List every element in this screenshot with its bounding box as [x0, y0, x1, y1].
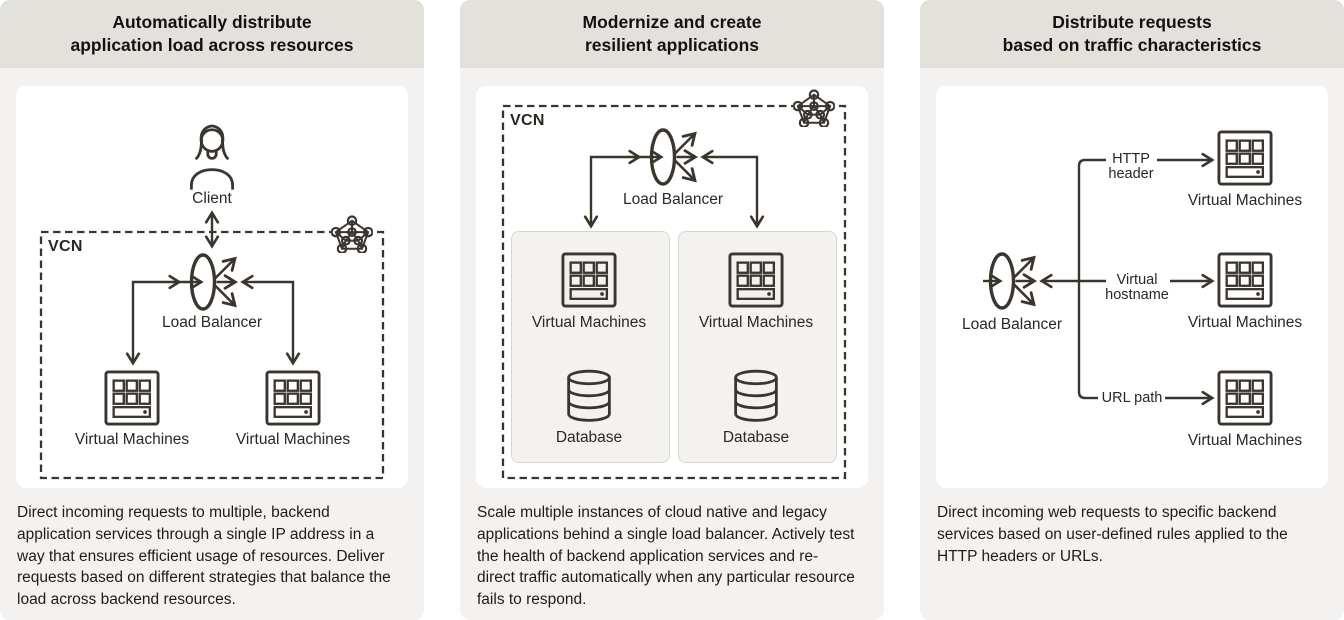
- panel-title-line2: based on traffic characteristics: [1002, 35, 1262, 55]
- load-balancer-icon: [652, 130, 714, 184]
- virtual-machines-icon: [1217, 370, 1273, 426]
- virtual-machines-icon: [728, 252, 784, 308]
- stack-box-left: [511, 231, 670, 463]
- diagram-lines: [501, 104, 847, 480]
- rule-http-header-label: HTTP header: [1108, 152, 1153, 181]
- panel-description: Direct incoming requests to multiple, ba…: [17, 504, 391, 609]
- virtual-machines-icon: [561, 252, 617, 308]
- diagram-lines: [39, 210, 385, 480]
- vcn-boundary: [39, 230, 385, 480]
- rule-http-line1: HTTP: [1112, 151, 1150, 167]
- vm-label: Virtual Machines: [74, 431, 190, 448]
- client-label: Client: [192, 190, 232, 207]
- panel-title-line2: resilient applications: [584, 35, 760, 55]
- vcn-label: VCN: [48, 238, 83, 255]
- diagram-card: Client VCN Load Balancer Virtual Machine…: [16, 86, 408, 488]
- panel-body: Client VCN Load Balancer Virtual Machine…: [0, 68, 424, 620]
- stack-box-right: [678, 231, 837, 463]
- vm-label: Virtual Machines: [1187, 192, 1303, 209]
- network-pentagon-icon: [793, 89, 835, 127]
- rule-host-line1: Virtual: [1116, 272, 1158, 288]
- feature-panel-modernize: Modernize and create resilient applicati…: [460, 0, 884, 620]
- load-balancer-label: Load Balancer: [962, 316, 1062, 333]
- diagram-lines: [983, 152, 1215, 406]
- panel-title-line1: Modernize and create: [582, 12, 762, 32]
- rule-http-line2: header: [1108, 165, 1154, 182]
- vm-label: Virtual Machines: [235, 431, 351, 448]
- vcn-boundary: [501, 104, 847, 480]
- load-balancer-icon: [192, 255, 254, 309]
- database-icon: [731, 369, 781, 423]
- rule-host-line2: hostname: [1105, 286, 1169, 303]
- database-label: Database: [722, 429, 790, 446]
- virtual-machines-icon: [1217, 252, 1273, 308]
- panel-description: Direct incoming web requests to specific…: [937, 504, 1288, 565]
- virtual-machines-icon: [265, 370, 321, 426]
- vm-label: Virtual Machines: [698, 314, 814, 331]
- load-balancer-label: Load Balancer: [623, 191, 723, 208]
- routing-trunk-line: [1077, 158, 1086, 400]
- diagram-card: Load Balancer HTTP header Virtual hostna…: [936, 86, 1328, 488]
- panel-title: Automatically distribute application loa…: [0, 0, 424, 68]
- database-label: Database: [555, 429, 623, 446]
- person-icon: [182, 122, 242, 190]
- panel-title: Distribute requests based on traffic cha…: [920, 0, 1344, 68]
- panel-title-line1: Automatically distribute: [112, 12, 312, 32]
- vm-label: Virtual Machines: [531, 314, 647, 331]
- virtual-machines-icon: [104, 370, 160, 426]
- panel-body: Load Balancer HTTP header Virtual hostna…: [920, 68, 1344, 620]
- rule-url-path-label: URL path: [1101, 390, 1163, 406]
- vcn-label: VCN: [510, 112, 545, 129]
- diagram-card: VCN Load Balancer Virtual Machines Virtu…: [476, 86, 868, 488]
- feature-panel-automatic-distribution: Automatically distribute application loa…: [0, 0, 424, 620]
- load-balancer-icon: [991, 254, 1053, 308]
- rule-virtual-hostname-label: Virtual hostname: [1105, 273, 1169, 302]
- vm-label: Virtual Machines: [1187, 432, 1303, 449]
- panel-title-line2: application load across resources: [70, 35, 354, 55]
- feature-panel-traffic-rules: Distribute requests based on traffic cha…: [920, 0, 1344, 620]
- panel-body: VCN Load Balancer Virtual Machines Virtu…: [460, 68, 884, 620]
- panel-title-line1: Distribute requests: [1052, 12, 1212, 32]
- vm-label: Virtual Machines: [1187, 314, 1303, 331]
- network-pentagon-icon: [331, 215, 373, 253]
- database-icon: [564, 369, 614, 423]
- virtual-machines-icon: [1217, 130, 1273, 186]
- load-balancer-label: Load Balancer: [162, 314, 262, 331]
- panel-description: Scale multiple instances of cloud native…: [477, 504, 855, 609]
- panel-title: Modernize and create resilient applicati…: [460, 0, 884, 68]
